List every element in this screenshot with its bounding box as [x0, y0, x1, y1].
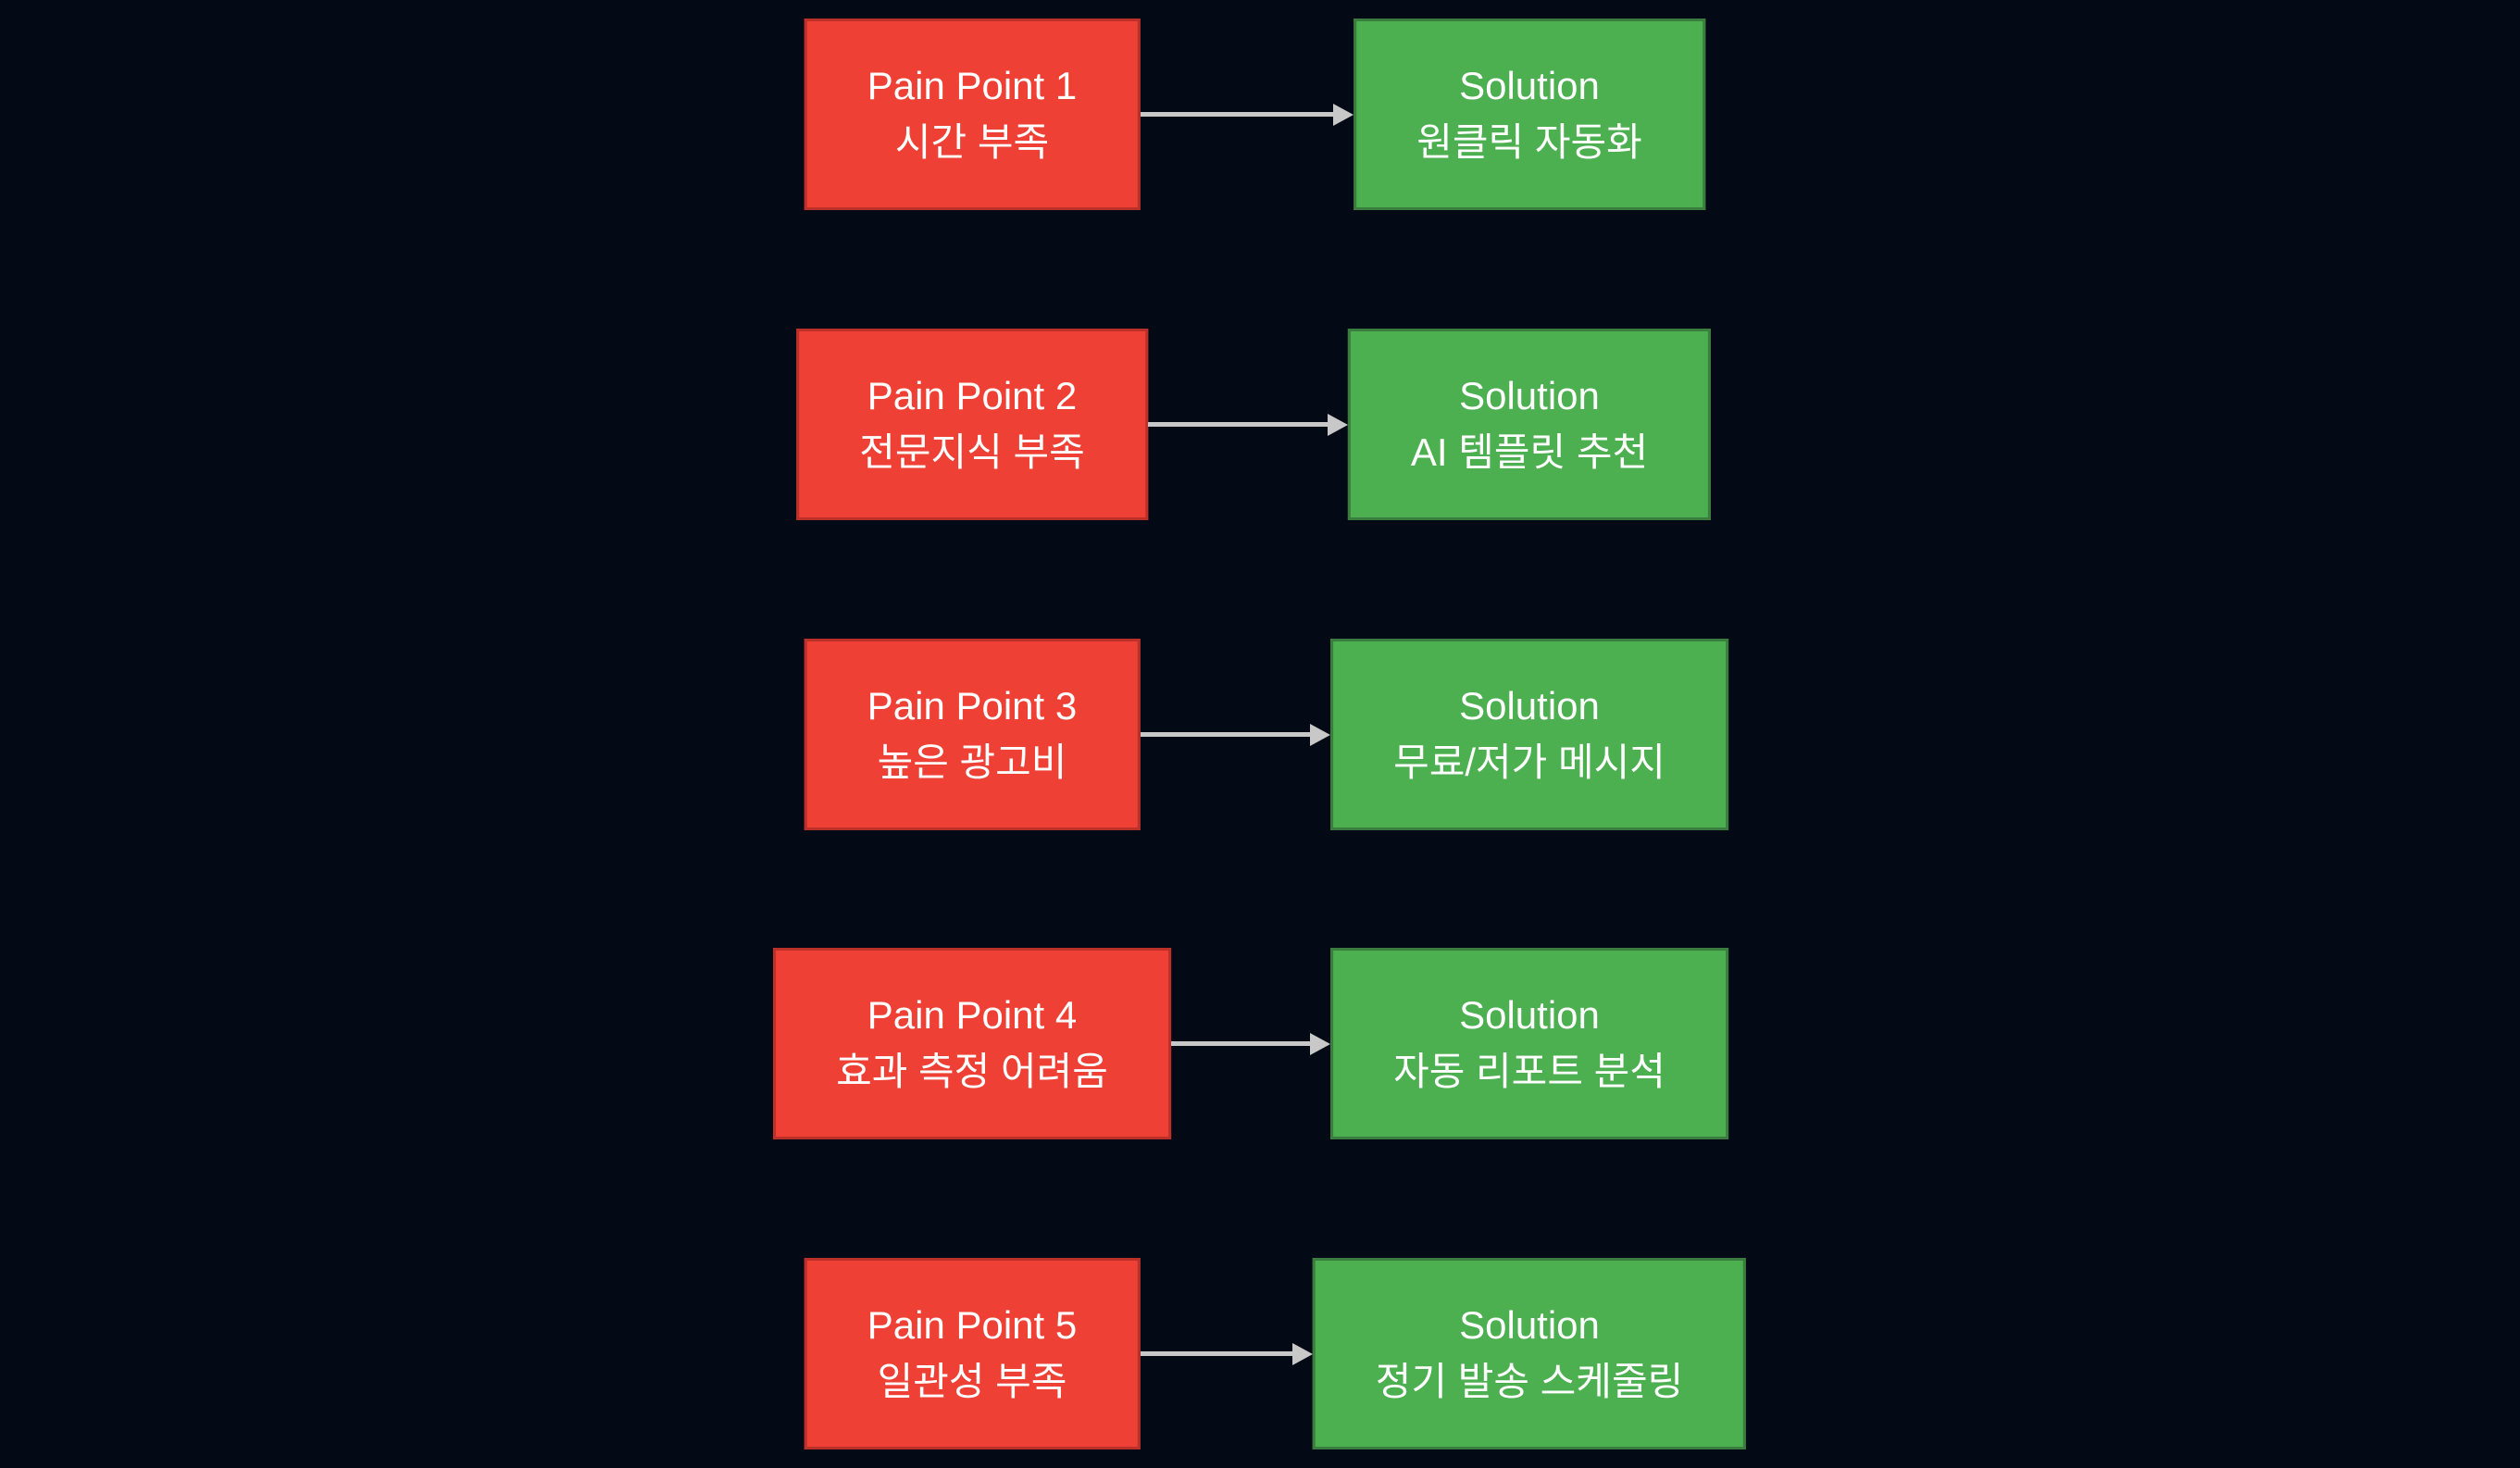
- pain-point-title: Pain Point 1: [867, 63, 1078, 107]
- pain-point-label: 일관성 부족: [877, 1359, 1067, 1403]
- solution-title: Solution: [1459, 992, 1600, 1037]
- solution-title: Solution: [1459, 373, 1600, 417]
- solution-box: Solution 자동 리포트 분석: [1330, 948, 1728, 1139]
- pain-point-label: 시간 부족: [894, 119, 1050, 164]
- solution-title: Solution: [1459, 63, 1600, 107]
- pain-point-box: Pain Point 1 시간 부족: [804, 19, 1141, 210]
- solution-label: 정기 발송 스케줄링: [1375, 1359, 1684, 1403]
- pain-point-title: Pain Point 5: [867, 1302, 1078, 1347]
- pain-solution-row: Pain Point 1 시간 부족 Solution 원클릭 자동화: [0, 19, 2520, 210]
- pain-point-label: 높은 광고비: [877, 740, 1067, 784]
- pain-point-box: Pain Point 3 높은 광고비: [804, 639, 1141, 830]
- solution-label: 자동 리포트 분석: [1393, 1049, 1665, 1093]
- solution-box: Solution 정기 발송 스케줄링: [1312, 1258, 1747, 1449]
- solution-title: Solution: [1459, 683, 1600, 728]
- arrow-shaft: [1140, 112, 1337, 117]
- solution-box: Solution 무료/저가 메시지: [1330, 639, 1728, 830]
- arrow-shaft: [1140, 1351, 1296, 1356]
- pain-solution-row: Pain Point 5 일관성 부족 Solution 정기 발송 스케줄링: [0, 1258, 2520, 1449]
- pain-solution-row: Pain Point 3 높은 광고비 Solution 무료/저가 메시지: [0, 639, 2520, 830]
- pain-point-label: 전문지식 부족: [859, 429, 1085, 474]
- solution-box: Solution 원클릭 자동화: [1354, 19, 1705, 210]
- pain-point-title: Pain Point 3: [867, 683, 1078, 728]
- arrow-head-icon: [1310, 723, 1330, 746]
- pain-point-box: Pain Point 4 효과 측정 어려움: [773, 948, 1171, 1139]
- arrow-icon: [1171, 1032, 1330, 1056]
- arrow-icon: [1148, 413, 1348, 437]
- solution-label: 무료/저가 메시지: [1393, 740, 1665, 784]
- pain-point-title: Pain Point 4: [867, 992, 1078, 1037]
- arrow-shaft: [1171, 1041, 1314, 1046]
- arrow-shaft: [1140, 732, 1314, 737]
- solution-label: AI 템플릿 추천: [1410, 429, 1649, 474]
- solution-title: Solution: [1459, 1302, 1600, 1347]
- pain-point-title: Pain Point 2: [867, 373, 1078, 417]
- arrow-head-icon: [1292, 1342, 1313, 1365]
- pain-solution-row: Pain Point 4 효과 측정 어려움 Solution 자동 리포트 분…: [0, 948, 2520, 1139]
- pain-solution-row: Pain Point 2 전문지식 부족 Solution AI 템플릿 추천: [0, 329, 2520, 520]
- arrow-icon: [1140, 1342, 1313, 1366]
- arrow-head-icon: [1328, 413, 1348, 436]
- arrow-head-icon: [1333, 103, 1354, 126]
- pain-point-box: Pain Point 5 일관성 부족: [804, 1258, 1141, 1449]
- arrow-shaft: [1148, 422, 1331, 427]
- solution-box: Solution AI 템플릿 추천: [1347, 329, 1712, 520]
- pain-point-label: 효과 측정 어려움: [836, 1049, 1108, 1093]
- arrow-head-icon: [1310, 1032, 1330, 1055]
- arrow-icon: [1140, 723, 1330, 747]
- arrow-icon: [1140, 103, 1354, 127]
- solution-label: 원클릭 자동화: [1416, 119, 1642, 164]
- pain-point-box: Pain Point 2 전문지식 부족: [796, 329, 1148, 520]
